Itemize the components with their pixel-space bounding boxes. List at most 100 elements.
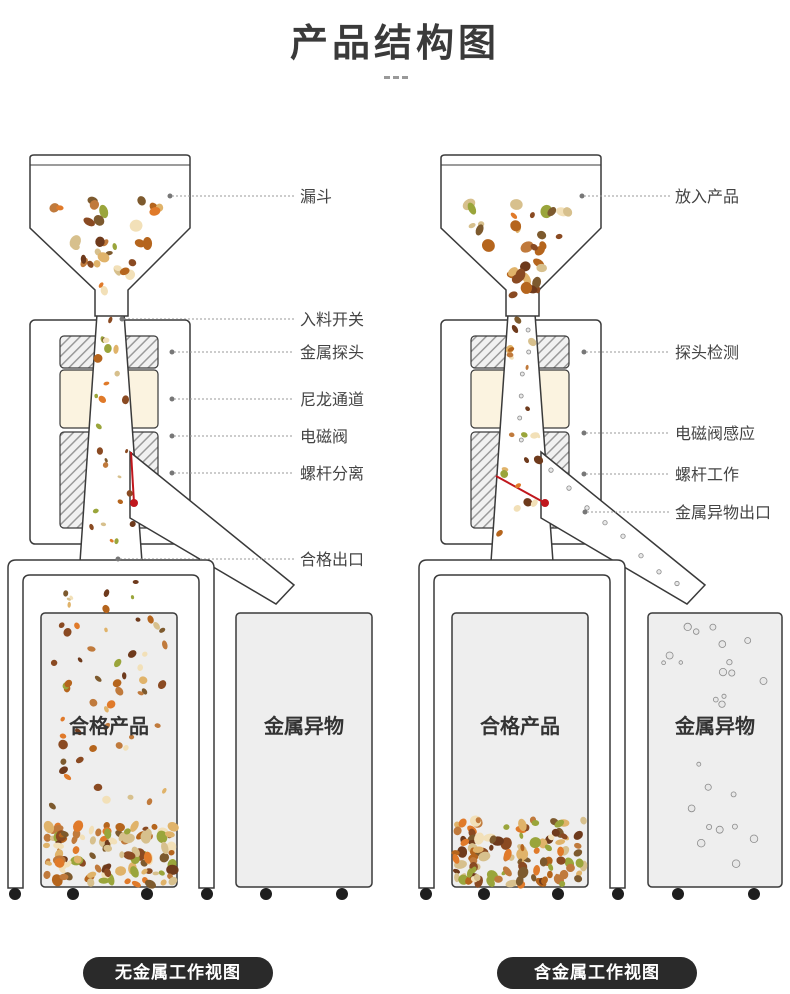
nut-particle bbox=[472, 846, 484, 853]
nut-particle bbox=[89, 523, 94, 531]
callout-outlet: 合格出口 bbox=[115, 550, 364, 569]
nut-particle bbox=[507, 347, 515, 352]
nut-particle bbox=[159, 627, 166, 633]
nut-particle bbox=[114, 658, 122, 668]
nut-particle bbox=[129, 734, 135, 740]
nut-particle bbox=[530, 243, 538, 251]
nut-particle bbox=[547, 863, 554, 871]
nut-particle bbox=[100, 285, 108, 296]
nut-particle bbox=[453, 826, 462, 836]
nut-particle bbox=[94, 675, 102, 682]
nut-particle bbox=[559, 869, 569, 880]
metal-ball bbox=[744, 727, 753, 736]
right-wheels bbox=[420, 888, 760, 900]
right-deflector-pivot bbox=[541, 499, 549, 507]
nut-particle bbox=[466, 868, 474, 878]
right-metal-outlet bbox=[540, 450, 707, 605]
nut-particle bbox=[125, 449, 129, 454]
nut-particle bbox=[489, 835, 497, 844]
nut-particle bbox=[516, 847, 529, 861]
nut-particle bbox=[475, 224, 484, 236]
nut-particle bbox=[503, 824, 510, 830]
nut-particle bbox=[87, 646, 96, 652]
metal-ball bbox=[693, 628, 700, 635]
nut-particle bbox=[43, 833, 52, 842]
nut-particle bbox=[126, 490, 133, 497]
nut-particle bbox=[124, 878, 131, 885]
callout-screw-work: 螺杆工作 bbox=[581, 465, 739, 484]
metal-ball bbox=[519, 371, 525, 377]
nut-particle bbox=[113, 344, 119, 354]
nut-particle bbox=[43, 842, 50, 849]
nut-particle bbox=[102, 795, 111, 804]
nut-particle bbox=[474, 832, 485, 845]
metal-ball bbox=[712, 696, 719, 703]
nut-particle bbox=[113, 265, 122, 271]
nut-particle bbox=[143, 851, 152, 864]
left-deflector bbox=[130, 451, 135, 504]
nut-particle bbox=[104, 344, 112, 353]
nut-particle bbox=[130, 866, 139, 878]
nut-particle bbox=[119, 851, 125, 859]
nut-particle bbox=[93, 260, 101, 268]
callout-valve: 电磁阀 bbox=[169, 427, 348, 446]
right-nut-pile bbox=[451, 815, 588, 889]
nut-particle bbox=[452, 854, 460, 864]
nut-particle bbox=[559, 881, 566, 887]
nut-particle bbox=[93, 354, 103, 363]
nut-particle bbox=[59, 873, 69, 881]
nut-particle bbox=[533, 865, 541, 876]
right-bin-good-label: 合格产品 bbox=[480, 714, 560, 738]
nut-particle bbox=[59, 766, 68, 775]
nut-particle bbox=[556, 856, 566, 865]
metal-ball bbox=[548, 467, 554, 473]
nut-particle bbox=[508, 291, 518, 299]
nut-particle bbox=[520, 844, 525, 852]
nut-particle bbox=[129, 521, 136, 527]
nut-particle bbox=[49, 203, 60, 213]
nut-particle bbox=[508, 267, 518, 277]
nut-particle bbox=[149, 207, 161, 216]
nut-particle bbox=[506, 352, 514, 358]
callout-screw: 螺杆分离 bbox=[169, 464, 364, 483]
nut-particle bbox=[141, 868, 148, 875]
metal-ball bbox=[718, 667, 728, 677]
nut-particle bbox=[152, 871, 160, 876]
metal-ball bbox=[518, 437, 524, 443]
left-callouts: 漏斗 入料开关 金属探头 尼龙通道 电磁阀 螺杆分离 合格出口 bbox=[115, 187, 364, 569]
callout-nylon: 尼龙通道 bbox=[169, 390, 364, 409]
nut-particle bbox=[64, 679, 73, 688]
nut-particle bbox=[513, 505, 521, 512]
label-feed-switch: 入料开关 bbox=[300, 310, 364, 329]
nut-particle bbox=[43, 820, 55, 834]
nut-particle bbox=[521, 432, 528, 438]
page-title: 产品结构图 bbox=[289, 20, 500, 65]
nut-particle bbox=[102, 462, 109, 468]
nut-particle bbox=[137, 664, 144, 671]
callout-probe-detect: 探头检测 bbox=[581, 343, 739, 362]
title-divider bbox=[384, 76, 408, 79]
nut-particle bbox=[103, 722, 111, 730]
nut-particle bbox=[519, 832, 524, 839]
nut-particle bbox=[555, 233, 563, 240]
nut-particle bbox=[557, 846, 565, 857]
metal-ball bbox=[732, 823, 738, 830]
nut-particle bbox=[123, 851, 136, 860]
nut-particle bbox=[103, 381, 110, 386]
nut-particle bbox=[529, 212, 535, 219]
nut-particle bbox=[89, 836, 96, 845]
metal-ball bbox=[665, 651, 674, 660]
right-callouts: 放入产品 探头检测 电磁阀感应 螺杆工作 金属异物出口 bbox=[579, 187, 771, 522]
nut-particle bbox=[130, 820, 139, 832]
nut-particle bbox=[142, 651, 148, 657]
nut-particle bbox=[112, 679, 122, 688]
metal-ball bbox=[744, 637, 752, 644]
left-bin-metal-label: 金属异物 bbox=[263, 714, 344, 738]
callout-feed-switch: 入料开关 bbox=[119, 310, 364, 329]
callout-put-product: 放入产品 bbox=[579, 187, 739, 206]
nut-particle bbox=[69, 235, 81, 249]
nut-particle bbox=[508, 432, 515, 438]
nut-particle bbox=[573, 849, 583, 857]
nut-particle bbox=[469, 857, 478, 865]
nut-particle bbox=[115, 742, 123, 749]
